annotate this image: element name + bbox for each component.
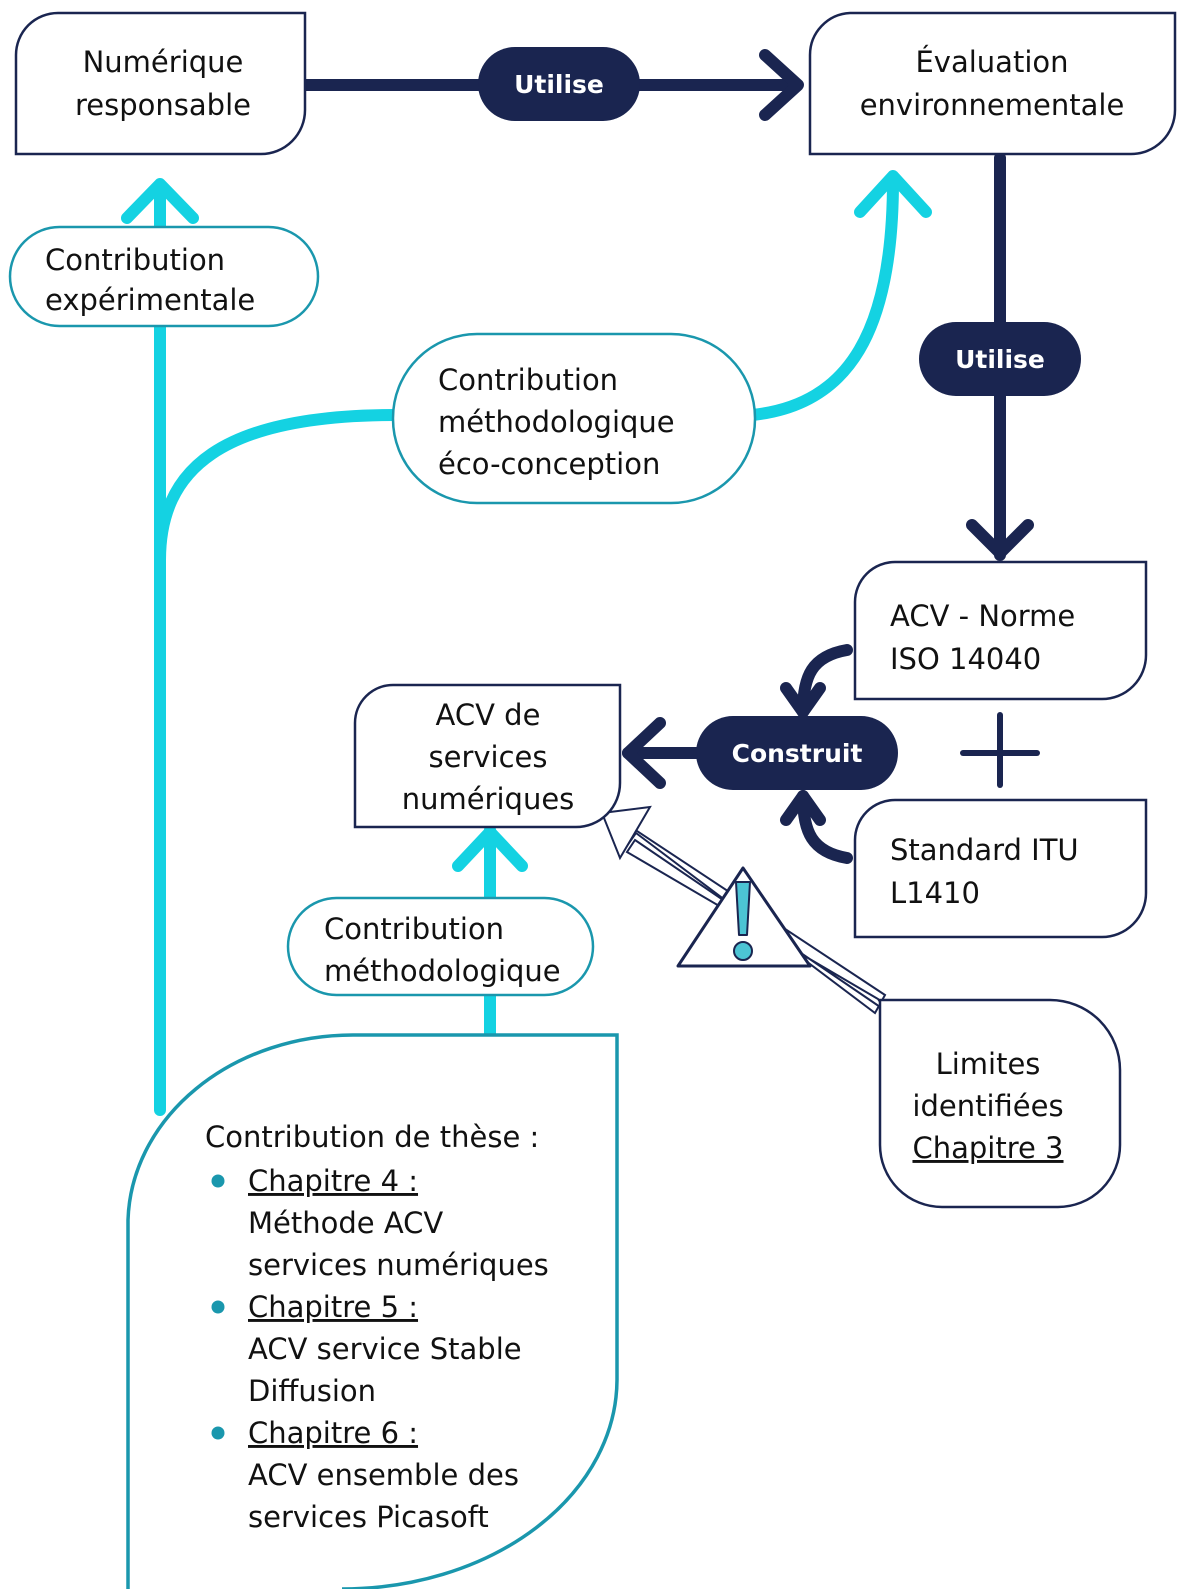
warning-triangle-icon	[676, 866, 812, 968]
node-numerique-line-2: responsable	[75, 88, 251, 122]
node-standard-itu: Standard ITU L1410	[853, 798, 1148, 939]
chapitre-4-desc-2: services numériques	[248, 1248, 549, 1282]
itu-curve-arrowhead	[780, 790, 826, 826]
node-contribution-methodologique: Contribution méthodologique	[286, 896, 595, 997]
bullet-dot	[211, 1174, 225, 1188]
chapitre-4-link[interactable]: Chapitre 4 :	[248, 1164, 418, 1198]
thesis-contribution-box: Contribution de thèse : Chapitre 4 : Mét…	[126, 1033, 619, 1589]
node-limites-line-1: Limites	[936, 1047, 1041, 1081]
chapitre-6-desc-2: services Picasoft	[248, 1500, 489, 1534]
node-evaluation-line-1: Évaluation	[915, 45, 1068, 79]
contrib-eco-line-1: Contribution	[438, 363, 618, 397]
eco-branch-line	[154, 409, 401, 566]
chapitre-3-link[interactable]: Chapitre 3	[912, 1131, 1063, 1165]
eco-arrowhead	[854, 170, 932, 218]
bullet-dot	[211, 1300, 225, 1314]
utilise-badge-vertical: Utilise	[919, 322, 1081, 396]
node-acv-services: ACV de services numériques	[353, 683, 622, 829]
chapitre-5-link[interactable]: Chapitre 5 :	[248, 1290, 418, 1324]
utilise-vertical-arrowhead	[966, 519, 1034, 559]
meth-arrowhead	[452, 826, 528, 872]
chapitre-6-desc-1: ACV ensemble des	[248, 1458, 519, 1492]
node-numerique-responsable: Numérique responsable	[14, 11, 307, 156]
contrib-eco-line-2: méthodologique	[438, 405, 675, 439]
chapitre-6-link[interactable]: Chapitre 6 :	[248, 1416, 418, 1450]
chapitre-5-desc-2: Diffusion	[248, 1374, 376, 1408]
eco-to-evaluation-line	[746, 174, 899, 421]
node-acv-norme: ACV - Norme ISO 14040	[853, 560, 1148, 701]
node-acv-services-line-1: ACV de	[436, 698, 541, 732]
contrib-exp-line-2: expérimentale	[45, 283, 255, 317]
node-contribution-experimentale: Contribution expérimentale	[8, 225, 320, 328]
contrib-exp-line-1: Contribution	[45, 243, 225, 277]
thesis-title: Contribution de thèse :	[205, 1120, 539, 1154]
utilise-badge-horizontal: Utilise	[478, 47, 640, 121]
node-acv-services-line-2: services	[429, 740, 548, 774]
node-itu-line-1: Standard ITU	[890, 833, 1079, 867]
contrib-meth-line-2: méthodologique	[324, 954, 561, 988]
chapitre-4-desc-1: Méthode ACV	[248, 1206, 443, 1240]
node-itu-line-2: L1410	[890, 876, 980, 910]
bullet-dot	[211, 1426, 225, 1440]
contrib-meth-line-1: Contribution	[324, 912, 504, 946]
node-limites: Limites identifiées Chapitre 3	[878, 998, 1122, 1209]
svg-text:Utilise: Utilise	[955, 345, 1045, 374]
plus-icon	[960, 712, 1040, 788]
contrib-eco-line-3: éco-conception	[438, 447, 660, 481]
node-contribution-eco-conception: Contribution méthodologique éco-concepti…	[391, 332, 757, 505]
node-acv-norme-line-1: ACV - Norme	[890, 599, 1075, 633]
svg-text:Construit: Construit	[732, 739, 863, 768]
node-acv-services-line-3: numériques	[402, 782, 575, 816]
svg-text:Utilise: Utilise	[514, 70, 604, 99]
node-limites-line-2: identifiées	[912, 1089, 1063, 1123]
norme-curve-arrowhead	[780, 682, 826, 718]
node-evaluation-line-2: environnementale	[860, 88, 1125, 122]
construit-arrowhead	[622, 717, 666, 789]
chapitre-5-desc-1: ACV service Stable	[248, 1332, 522, 1366]
trunk-arrowhead	[121, 178, 199, 224]
node-numerique-line-1: Numérique	[83, 45, 244, 79]
utilise-arrowhead	[759, 49, 804, 121]
node-evaluation-environnementale: Évaluation environnementale	[808, 11, 1177, 156]
node-acv-norme-line-2: ISO 14040	[890, 642, 1041, 676]
construit-badge: Construit	[696, 716, 898, 790]
